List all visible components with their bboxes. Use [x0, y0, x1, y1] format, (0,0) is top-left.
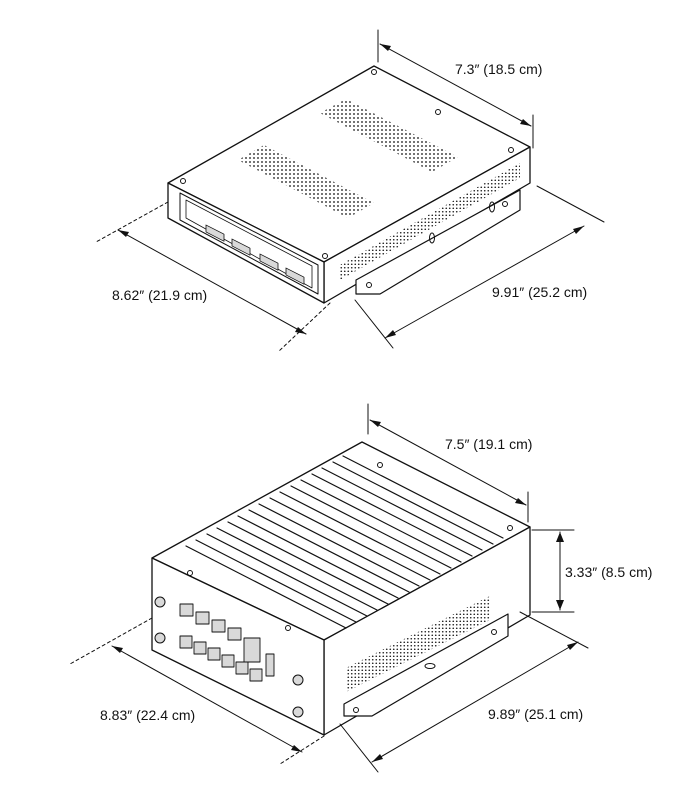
bottom-dimension-height: 3.33″ (8.5 cm) — [531, 529, 652, 613]
top-device-side-vent — [340, 163, 520, 280]
bottom-device-heatsink-fins — [185, 455, 504, 629]
bottom-front-label: 8.83″ (22.4 cm) — [100, 707, 195, 723]
bottom-dimension-width: 7.5″ (19.1 cm) — [367, 403, 532, 523]
top-depth-label: 9.91″ (25.2 cm) — [492, 284, 587, 300]
top-device-vent-left — [238, 145, 374, 218]
top-front-label: 8.62″ (21.9 cm) — [112, 287, 207, 303]
bottom-device-front-face — [151, 557, 325, 736]
top-width-label: 7.3″ (18.5 cm) — [455, 61, 542, 77]
bottom-device — [151, 441, 531, 736]
bottom-depth-label: 9.89″ (25.1 cm) — [488, 706, 583, 722]
top-device-ports — [205, 224, 305, 285]
bottom-device-bracket — [343, 613, 509, 717]
top-dimension-depth: 9.91″ (25.2 cm) — [354, 185, 605, 349]
top-device-vent-right — [320, 99, 458, 172]
top-dimension-front: 8.62″ (21.9 cm) — [95, 201, 331, 353]
bottom-dimension-front: 8.83″ (22.4 cm) — [69, 617, 325, 765]
bottom-device-side-vent — [346, 596, 490, 692]
top-dimension-width: 7.3″ (18.5 cm) — [377, 29, 542, 149]
bottom-height-label: 3.33″ (8.5 cm) — [565, 564, 652, 580]
top-device-bracket — [355, 189, 521, 295]
bottom-width-label: 7.5″ (19.1 cm) — [445, 436, 532, 452]
antenna-connectors — [154, 596, 304, 718]
top-device — [167, 65, 531, 304]
bottom-device-ports-upper — [179, 603, 242, 641]
bottom-dimension-depth: 9.89″ (25.1 cm) — [339, 611, 589, 773]
bottom-device-ports-lower — [179, 635, 263, 682]
